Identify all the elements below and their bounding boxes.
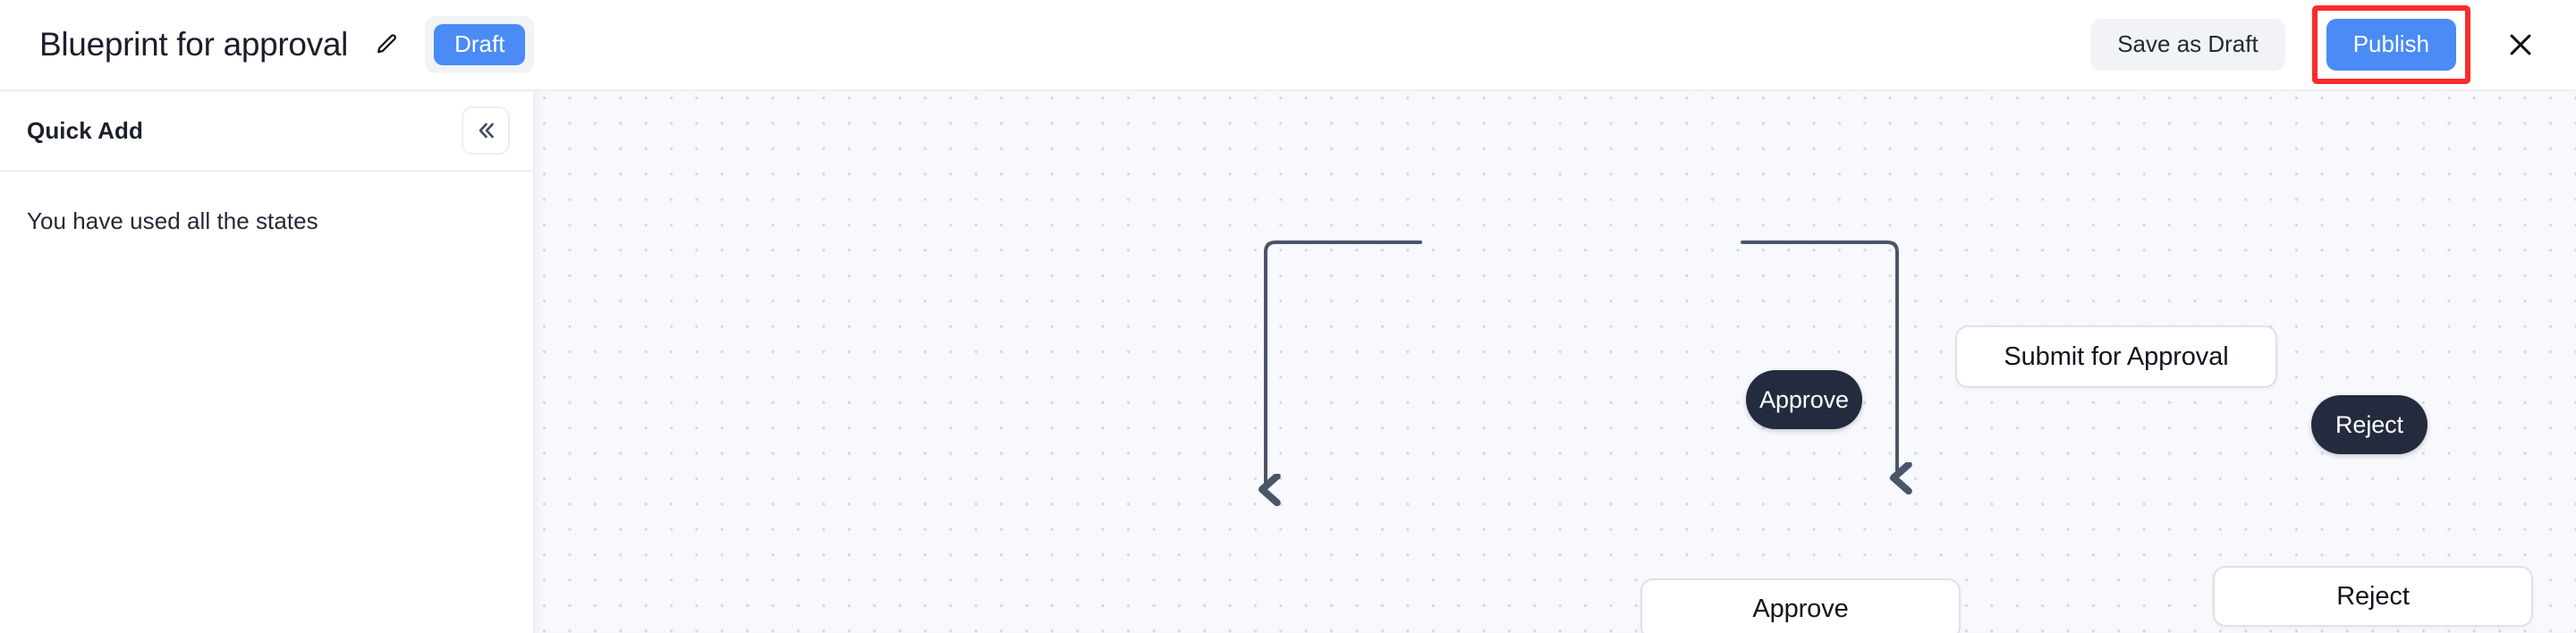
edge-submit-to-reject — [1741, 241, 1897, 477]
edit-title-button[interactable] — [366, 24, 407, 65]
node-reject-state[interactable]: Reject — [2213, 566, 2533, 627]
quick-add-sidebar: Quick Add You have used all the states — [0, 91, 535, 633]
status-badge-wrapper: Draft — [425, 16, 535, 73]
header-left-group: Blueprint for approval Draft — [39, 16, 535, 73]
sidebar-title: Quick Add — [27, 116, 143, 144]
pencil-icon — [374, 32, 399, 57]
collapse-sidebar-button[interactable] — [462, 106, 510, 155]
blueprint-canvas[interactable]: Submit for Approval Approve Reject Appro… — [535, 91, 2576, 633]
node-reject-transition[interactable]: Reject — [2311, 395, 2428, 454]
node-submit-for-approval[interactable]: Submit for Approval — [1955, 325, 2277, 388]
close-button[interactable] — [2496, 20, 2546, 70]
sidebar-empty-message: You have used all the states — [27, 207, 318, 234]
sidebar-header: Quick Add — [0, 91, 533, 172]
page-title: Blueprint for approval — [39, 26, 349, 63]
edge-submit-to-approve — [1266, 241, 1422, 489]
header-actions: Save as Draft Publish — [2090, 5, 2546, 84]
close-icon — [2505, 30, 2536, 60]
chevron-double-left-icon — [474, 119, 497, 142]
sidebar-content: You have used all the states — [0, 172, 533, 633]
node-approve-state[interactable]: Approve — [1640, 578, 1961, 633]
node-approve-transition[interactable]: Approve — [1746, 370, 1862, 429]
publish-button[interactable]: Publish — [2326, 19, 2456, 71]
save-as-draft-button[interactable]: Save as Draft — [2090, 19, 2285, 71]
app-header: Blueprint for approval Draft Save as Dra… — [0, 0, 2576, 91]
app-body: Quick Add You have used all the states — [0, 91, 2576, 633]
status-badge[interactable]: Draft — [434, 24, 526, 65]
publish-highlight-box: Publish — [2311, 5, 2470, 84]
